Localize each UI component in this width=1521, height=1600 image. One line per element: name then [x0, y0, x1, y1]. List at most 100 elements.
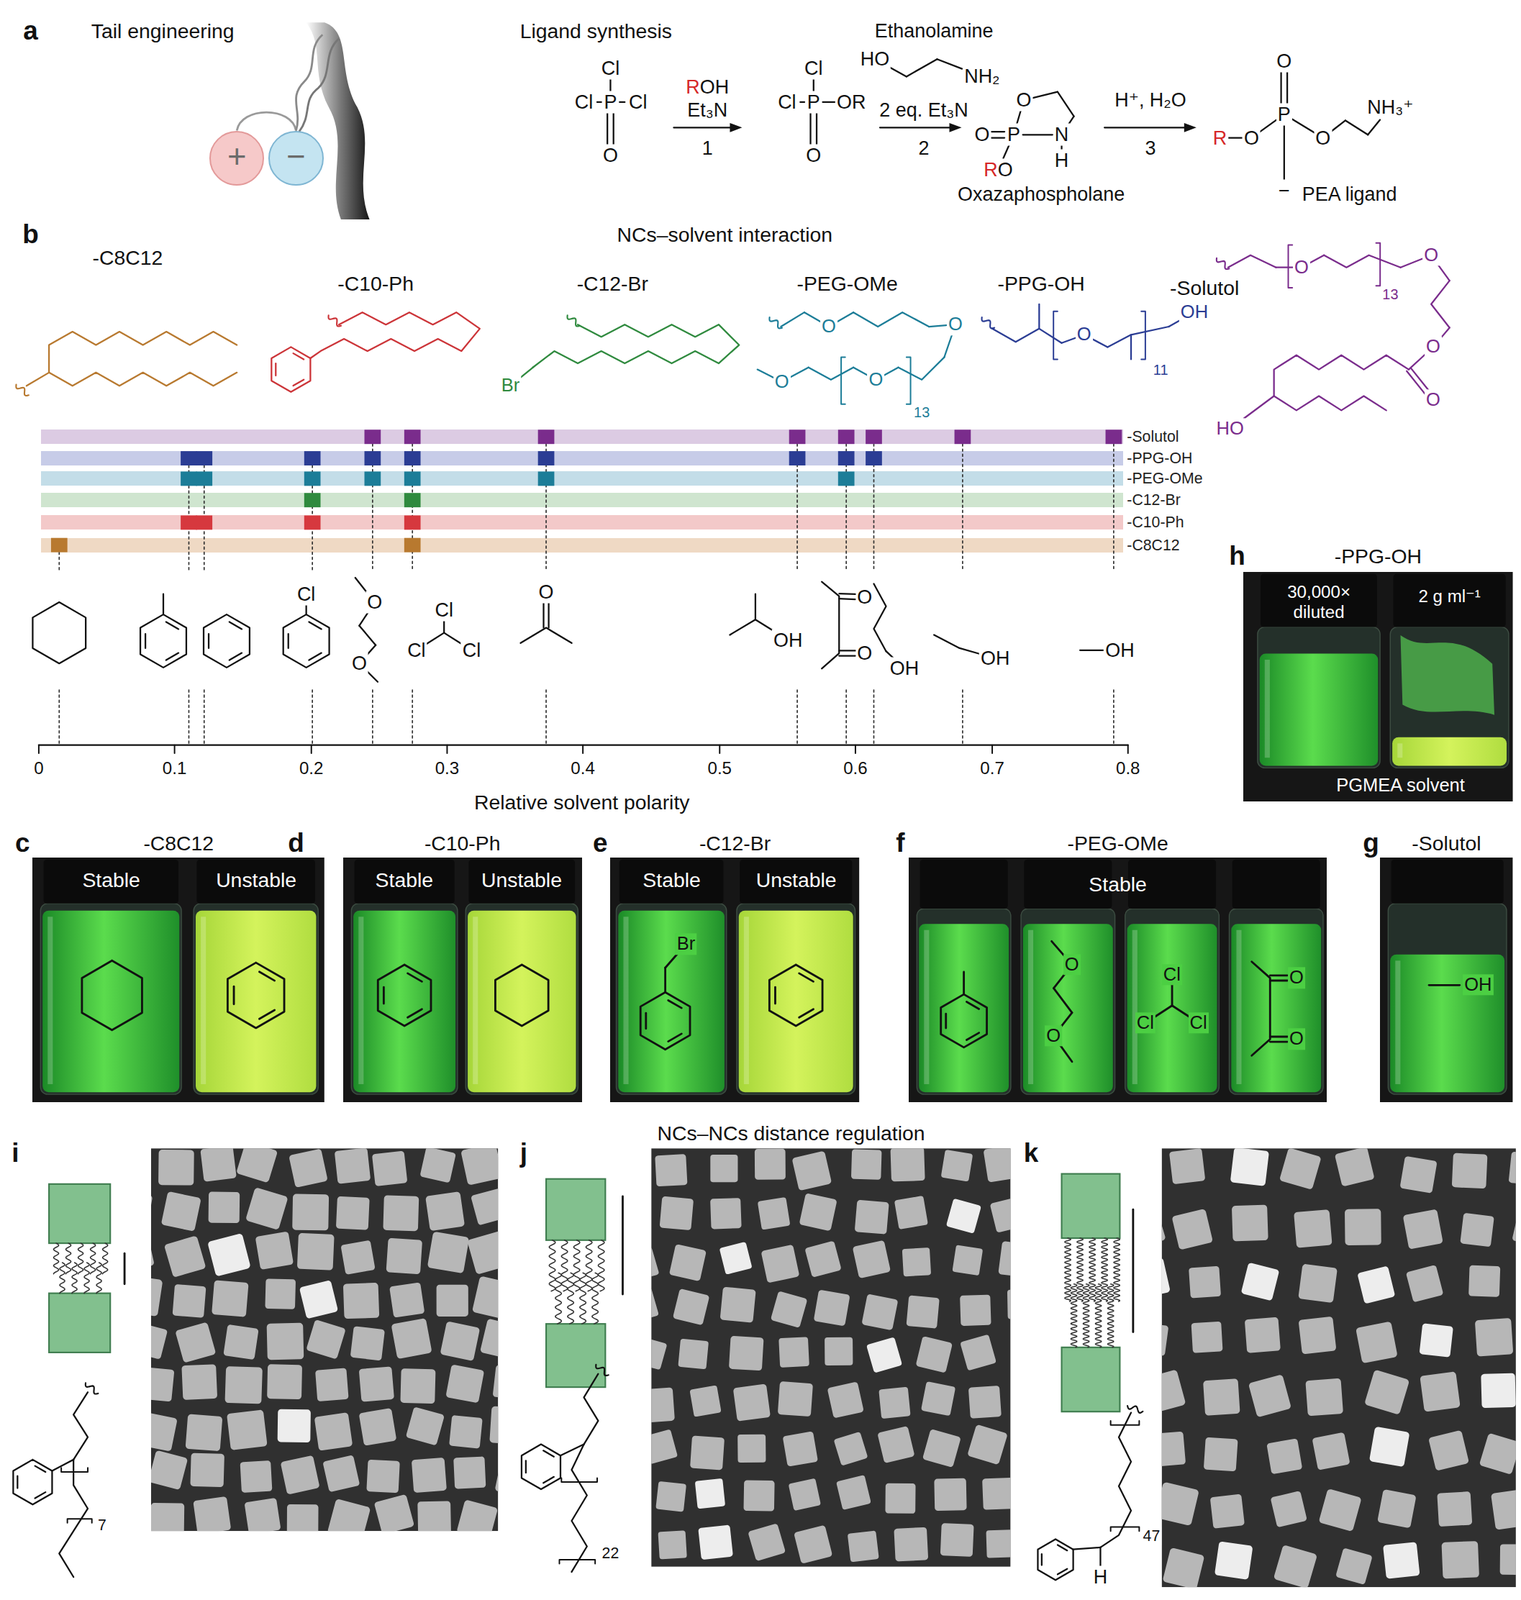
nanocrystal [778, 1336, 810, 1368]
nanocrystal [847, 1530, 880, 1563]
atom-label: ROH [684, 75, 731, 98]
ring-double-bond [35, 1466, 47, 1473]
ring-double-bond [543, 1477, 555, 1483]
reaction-arrow [1104, 126, 1188, 129]
band-label: -C12-Br [1126, 491, 1180, 509]
nanocrystal [1428, 1430, 1470, 1472]
text-label: -Solutol [1410, 831, 1483, 856]
nanocrystal [728, 1336, 765, 1372]
nanocrystal [382, 1195, 419, 1232]
vial-liquid [738, 910, 854, 1093]
nanocrystal [793, 1525, 833, 1565]
ring-line [495, 964, 549, 1026]
vial-liquid [195, 910, 316, 1093]
double-bond [991, 136, 1005, 139]
nanocrystal [1334, 1148, 1375, 1187]
charge-sign: − [286, 138, 306, 176]
nanocrystal [1479, 1433, 1516, 1475]
nanocrystal-schematic [1061, 1347, 1121, 1412]
photo-text: Unstable [481, 868, 562, 893]
nanocrystal [1318, 1488, 1362, 1532]
panel-letter: j [518, 1138, 529, 1169]
repeat-bracket [1110, 1420, 1140, 1426]
ligand-wave [1083, 1284, 1090, 1348]
vial-shine [1395, 960, 1401, 1085]
nanocrystal [890, 1148, 925, 1182]
ring-line [1037, 1539, 1073, 1581]
nanocrystal [245, 1187, 289, 1231]
photo-text: Stable [642, 868, 701, 893]
vial-glass [1257, 626, 1380, 768]
photo-text: OH [1462, 974, 1493, 996]
ring-double-bond [645, 1013, 648, 1029]
nanocrystal [471, 1275, 498, 1320]
ring-line [203, 614, 250, 668]
photo-background [343, 857, 583, 1103]
nanocrystal [672, 1288, 710, 1326]
nanocrystal [1214, 1541, 1254, 1580]
nanocrystal [777, 1381, 814, 1417]
ring-line [940, 994, 987, 1048]
chain-line [73, 1392, 88, 1460]
chain-line [1038, 304, 1040, 329]
panel-letter: h [1227, 541, 1247, 572]
nanocrystal [1399, 1156, 1437, 1194]
repeat-bracket [559, 1559, 596, 1565]
nanocrystal [1305, 1378, 1344, 1417]
nanocrystal [425, 1191, 465, 1232]
atom-label: O [773, 371, 791, 393]
nanocrystal [677, 1338, 709, 1370]
bond-line [1243, 395, 1275, 419]
tem-background [651, 1148, 1011, 1568]
nanocrystal [852, 1240, 891, 1279]
ring-double-bond [407, 1008, 422, 1017]
double-bond [1269, 974, 1288, 977]
ligand-wave [567, 1272, 574, 1324]
ring-double-bond [944, 1013, 947, 1029]
nanocrystal [492, 1364, 499, 1401]
atom-label: Cl [295, 582, 317, 606]
nanocrystal [151, 1450, 188, 1491]
vial-cap [1393, 573, 1506, 627]
ring-line [140, 614, 187, 668]
photo-art [1243, 571, 1514, 802]
bond-line [1367, 120, 1380, 136]
ring-double-bond [35, 1492, 47, 1498]
ring-double-bond [16, 1476, 18, 1489]
atom-label: O [601, 143, 620, 167]
atom-label: OH [772, 628, 804, 652]
nanocrystal [255, 1231, 294, 1270]
photo-background [32, 857, 325, 1103]
ring-double-bond [407, 973, 422, 982]
atom-label: O [820, 315, 838, 337]
nanocrystal [460, 1148, 498, 1186]
vial-cap [43, 859, 179, 904]
nanocrystal [1355, 1321, 1398, 1365]
vial-glass [1020, 908, 1116, 1095]
ring-double-bond [966, 1001, 979, 1009]
nanocrystal [799, 1192, 838, 1232]
nanocrystal [1203, 1437, 1239, 1473]
atom-label: O [1015, 89, 1034, 112]
tem-background [1161, 1148, 1516, 1588]
vial-shine [1028, 930, 1034, 1085]
nanocrystal [866, 1336, 903, 1373]
chain-line [162, 594, 165, 615]
double-bond [613, 112, 615, 145]
nanocrystal [1161, 1431, 1187, 1468]
nanocrystal [878, 1387, 911, 1419]
tick-label: 0.8 [1114, 758, 1142, 779]
bond-line [1079, 649, 1105, 652]
text-label: 2 eq. Et₃N [877, 99, 970, 122]
dotted-guide [845, 689, 847, 746]
atom-label: O [946, 313, 965, 335]
nanocrystal [470, 1187, 498, 1226]
ring-double-bond [668, 1000, 683, 1009]
double-bond [838, 592, 856, 596]
atom-label: O [1424, 336, 1442, 358]
ring-line [769, 964, 824, 1026]
atom-label: 47 [1141, 1527, 1162, 1545]
text-label: NCs–NCs distance regulation [656, 1121, 927, 1146]
photo-background [908, 857, 1328, 1103]
vial-cap [1391, 859, 1504, 904]
